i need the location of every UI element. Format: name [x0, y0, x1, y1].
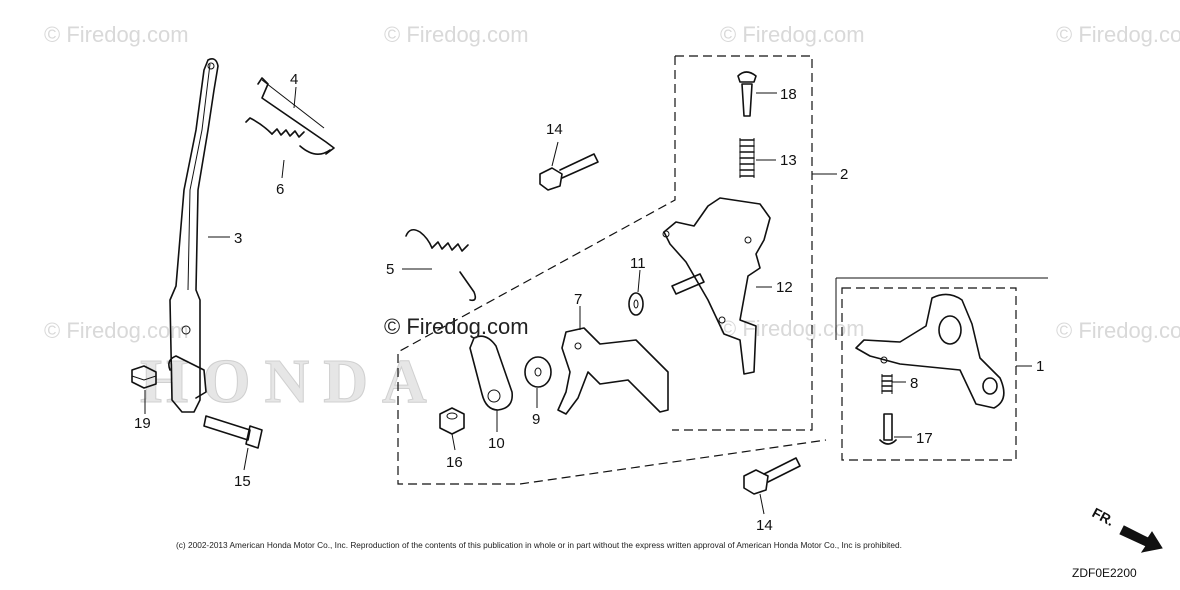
diagram-code: ZDF0E2200: [1072, 566, 1137, 580]
screw-part-17: [879, 413, 897, 445]
washer-part-9: [524, 356, 552, 388]
callout-15: 15: [234, 473, 251, 490]
watermark-mid-right-center: © Firedog.com: [720, 316, 865, 341]
spring-part-13: [739, 138, 755, 178]
callout-17: 17: [916, 430, 933, 447]
watermark-top-center: © Firedog.com: [384, 22, 529, 47]
callout-16: 16: [446, 454, 463, 471]
front-direction-arrow: FR.: [1090, 504, 1163, 553]
callout-2: 2: [840, 166, 848, 183]
assembly-outline-1: [835, 277, 1048, 461]
callout-18: 18: [780, 86, 797, 103]
bolt-part-14-bottom: [743, 457, 801, 495]
callout-4: 4: [290, 71, 298, 88]
pulley-arm-part-10: [469, 335, 514, 411]
spring-part-8: [881, 374, 893, 394]
callout-10: 10: [488, 435, 505, 452]
callout-12: 12: [776, 279, 793, 296]
spring-part-6: [245, 117, 331, 155]
screw-part-18: [737, 71, 757, 117]
bolt-part-15: [203, 415, 263, 449]
assembly-outline-2: [397, 55, 827, 485]
callout-13: 13: [780, 152, 797, 169]
bracket-part-12: [662, 197, 771, 375]
spring-part-5: [405, 228, 477, 302]
callout-3: 3: [234, 230, 242, 247]
callout-14-top: 14: [546, 121, 563, 138]
callout-8: 8: [910, 375, 918, 392]
callout-1: 1: [1036, 358, 1044, 375]
watermark-mid-left: © Firedog.com: [44, 318, 189, 343]
plate-part-1: [855, 293, 1005, 409]
watermark-top-right-center: © Firedog.com: [720, 22, 865, 47]
watermark-top-right: © Firedog.com: [1056, 22, 1180, 47]
lever-rod-part-3: [168, 58, 219, 413]
callout-19: 19: [134, 415, 151, 432]
leader-lines: [144, 86, 1032, 515]
nut-part-16: [439, 407, 465, 435]
callout-11: 11: [630, 255, 646, 272]
watermark-mid-right: © Firedog.com: [1056, 318, 1180, 343]
nut-part-19: [131, 365, 157, 389]
callout-14-bottom: 14: [756, 517, 773, 534]
watermark-center: © Firedog.com: [384, 314, 529, 339]
callout-6: 6: [276, 181, 284, 198]
bolt-part-14-top: [539, 153, 599, 191]
watermark-top-left: © Firedog.com: [44, 22, 189, 47]
washer-part-11: [628, 273, 705, 316]
throttle-arm-part-7: [557, 327, 669, 415]
copyright-notice: (c) 2002-2013 American Honda Motor Co., …: [176, 540, 902, 550]
callout-7: 7: [574, 291, 582, 308]
callout-5: 5: [386, 261, 394, 278]
front-direction-label: FR.: [1090, 504, 1117, 529]
honda-brand-watermark: HONDA: [140, 348, 441, 416]
callout-9: 9: [532, 411, 540, 428]
wire-link-part-4: [257, 77, 335, 155]
